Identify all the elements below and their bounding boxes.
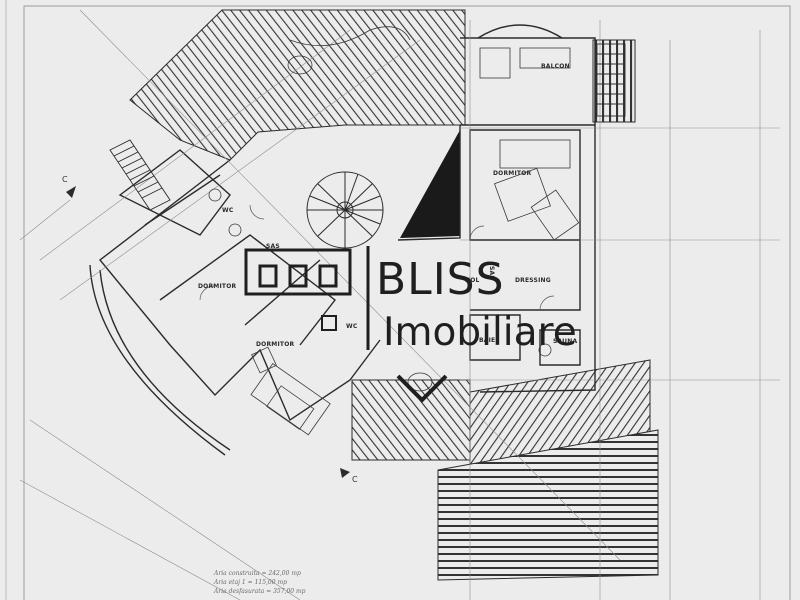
room-label-sauna: SAUNA	[553, 338, 577, 345]
room-label-wc-top: WC	[222, 207, 234, 214]
room-label-dormitor-left: DORMITOR	[198, 283, 236, 290]
room-label-dormitor-bottom: DORMITOR	[256, 341, 294, 348]
door-swings	[199, 204, 555, 311]
roof-hatch-right	[592, 39, 636, 123]
watermark-subtitle: Imobiliare	[383, 310, 577, 355]
room-label-hol: HOL	[465, 277, 480, 284]
room-label-baie: BAIE	[479, 337, 495, 344]
section-marker-top: C	[62, 175, 76, 198]
room-labels: BALCON DORMITOR DORMITOR DORMITOR WC WC …	[198, 63, 577, 348]
room-label-balcon: BALCON	[541, 63, 570, 70]
watermark-brand: BLISS	[376, 254, 505, 305]
section-label-top: C	[62, 175, 68, 184]
room-label-dressing: DRESSING	[515, 277, 551, 284]
watermark-logo: BLISS Imobiliare	[244, 246, 577, 403]
stairs-left	[109, 139, 171, 211]
roof-hatch-bottom-middle	[351, 379, 471, 461]
spiral-staircase	[306, 171, 384, 249]
fixtures	[208, 26, 580, 436]
room-label-dormitor-right: DORMITOR	[493, 170, 531, 177]
sheet-frame	[23, 5, 791, 600]
room-label-sas-left: SAS	[266, 243, 280, 250]
area-note-total: Aria desfasurata = 357,00 mp	[214, 588, 306, 595]
stairs-right	[596, 43, 626, 117]
room-label-wc-mid: WC	[346, 323, 358, 330]
area-note-floor: Aria etaj 1 = 115,00 mp	[214, 579, 288, 586]
section-marker-bottom: C	[340, 468, 358, 484]
walls	[89, 24, 596, 456]
roof-hatch-top-left	[129, 9, 466, 161]
area-note-built: Aria construita = 242,00 mp	[214, 570, 301, 577]
room-label-sas-right: SAS	[488, 266, 495, 280]
stair-void	[400, 130, 460, 238]
section-label-bottom: C	[352, 475, 358, 484]
